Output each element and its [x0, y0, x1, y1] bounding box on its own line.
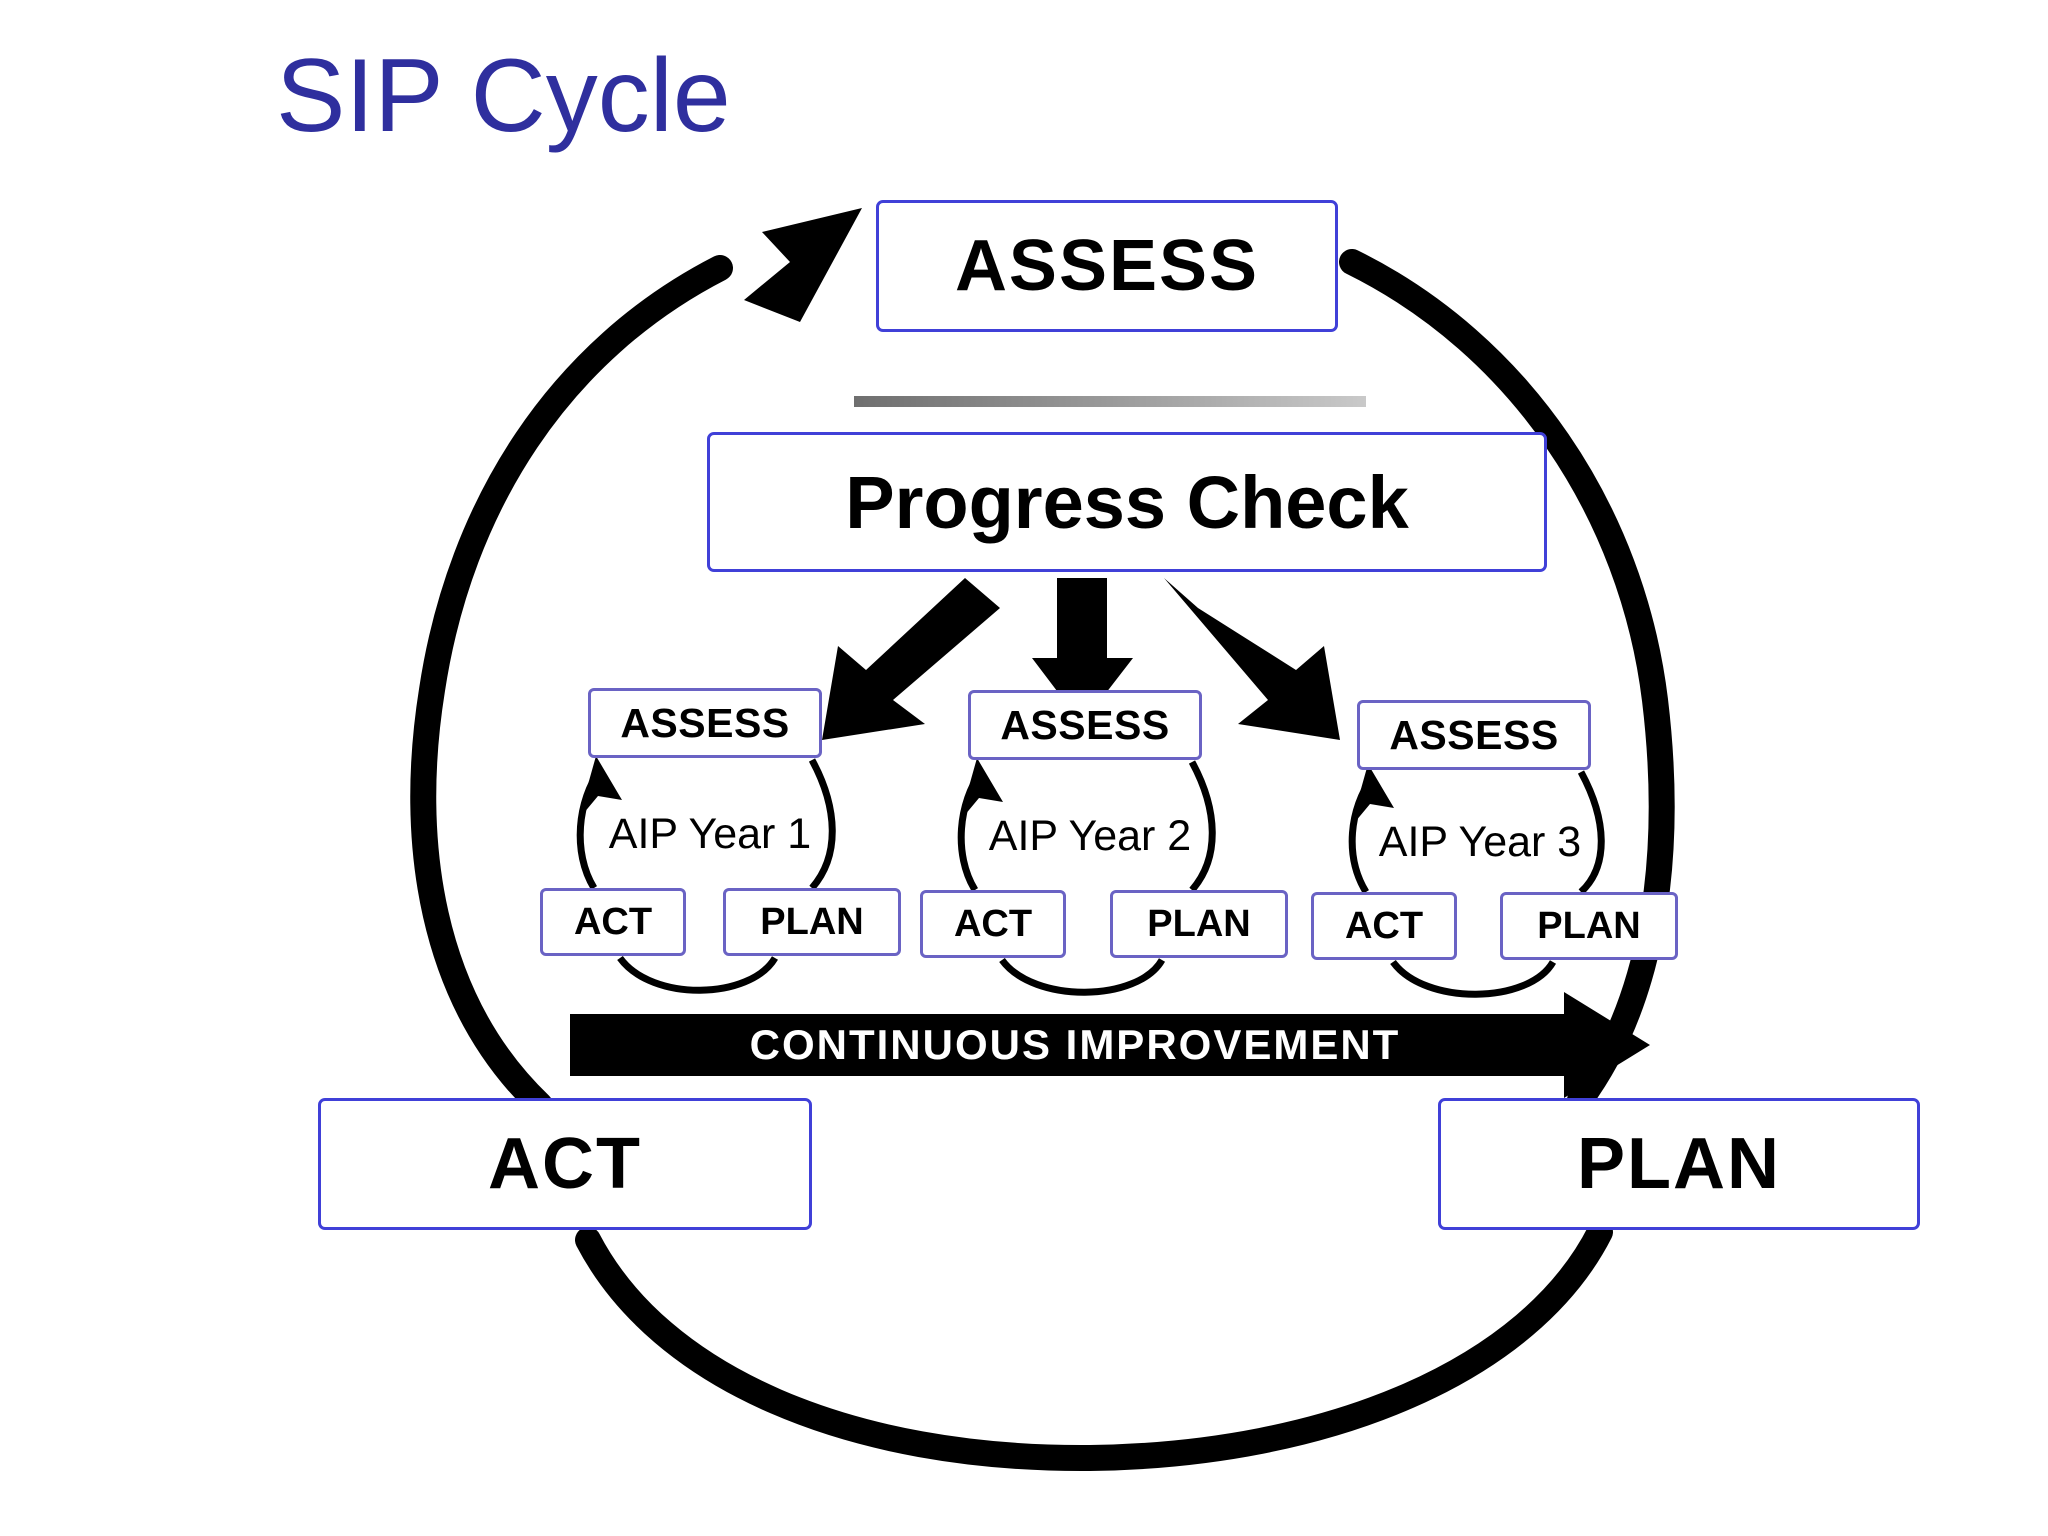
cycle-3-plan-box[interactable]: PLAN [1500, 892, 1678, 960]
page-title: SIP Cycle [276, 38, 731, 154]
cycle-3-label: AIP Year 3 [1378, 818, 1582, 866]
cycle-2-label: AIP Year 2 [988, 812, 1192, 860]
cycle-2-plan-box[interactable]: PLAN [1110, 890, 1288, 958]
arrowhead-to-assess [744, 208, 862, 322]
outer-ring-arc-right [1339, 249, 1675, 1113]
cycle-2-assess-box[interactable]: ASSESS [968, 690, 1202, 760]
continuous-improvement-banner: CONTINUOUS IMPROVEMENT [570, 1014, 1650, 1076]
cycle-1-plan-box[interactable]: PLAN [723, 888, 901, 956]
node-assess-main[interactable]: ASSESS [876, 200, 1338, 332]
cycle-3-act-box[interactable]: ACT [1311, 892, 1457, 960]
cycle-3-assess-box[interactable]: ASSESS [1357, 700, 1591, 770]
outer-ring-arc-left [410, 208, 862, 1118]
outer-ring-arc-bottom [575, 1219, 1613, 1472]
node-progress-check[interactable]: Progress Check [707, 432, 1547, 572]
cycle-2-act-box[interactable]: ACT [920, 890, 1066, 958]
cycle-1-label: AIP Year 1 [608, 810, 812, 858]
node-plan-main[interactable]: PLAN [1438, 1098, 1920, 1230]
continuous-improvement-label: CONTINUOUS IMPROVEMENT [749, 1021, 1401, 1068]
cycle-1-assess-box[interactable]: ASSESS [588, 688, 822, 758]
gray-divider-bar [854, 396, 1366, 407]
cycle-1-act-box[interactable]: ACT [540, 888, 686, 956]
node-act-main[interactable]: ACT [318, 1098, 812, 1230]
